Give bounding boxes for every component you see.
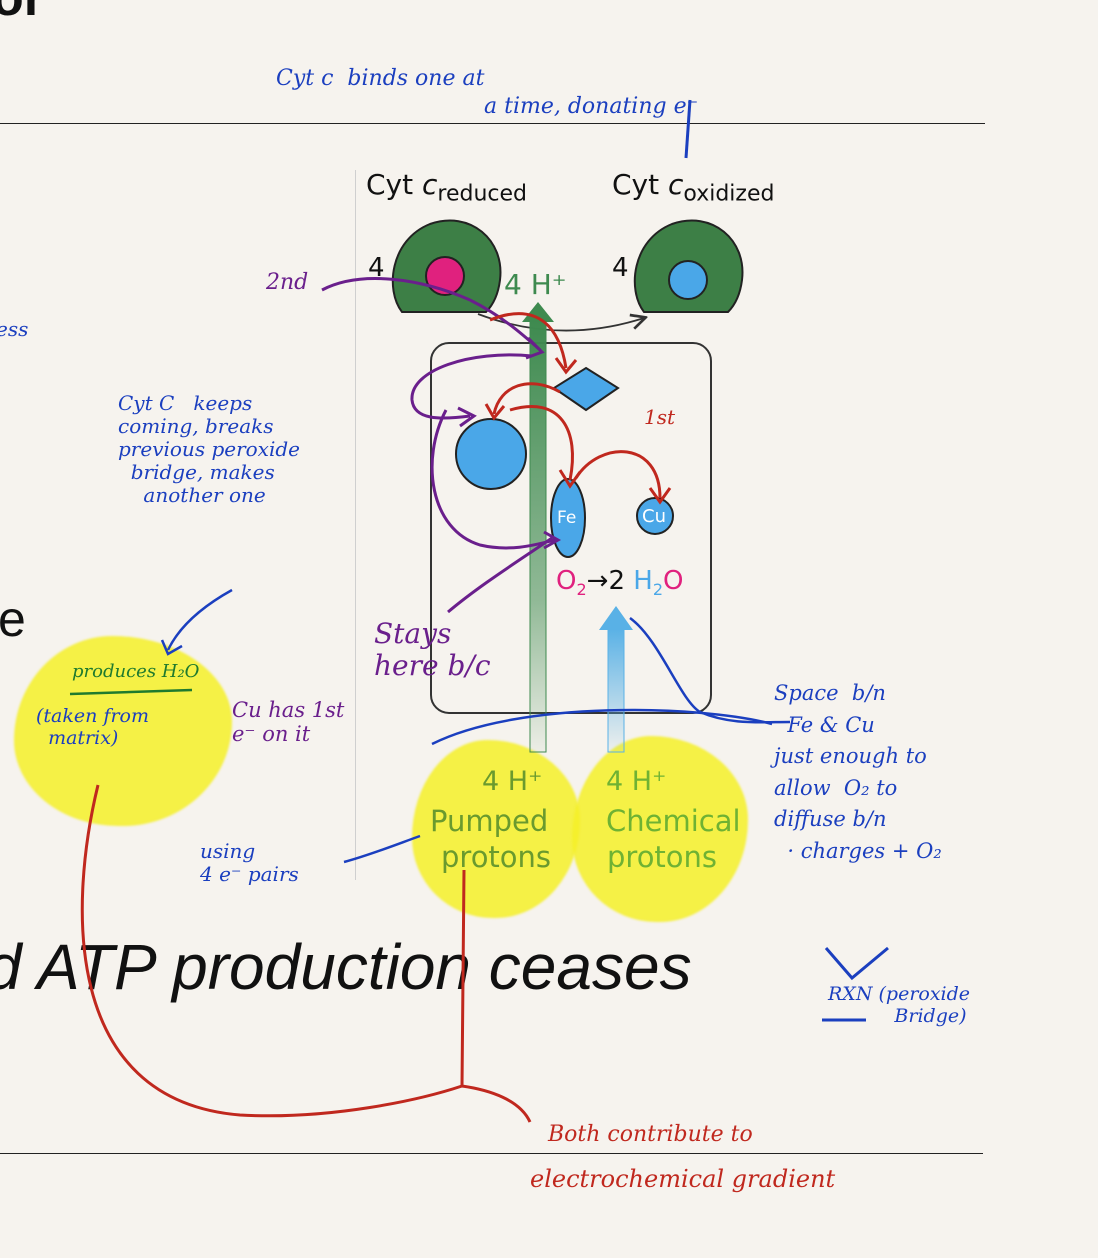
cyt-c-reduced-label: Cyt creduced <box>366 168 527 207</box>
note-cyt-keeps: Cyt C keeps coming, breaks previous pero… <box>118 391 300 507</box>
blue-curve-space-2 <box>629 616 791 724</box>
chemical-proton-arrowhead <box>599 606 633 630</box>
count-right: 4 <box>612 253 629 283</box>
chemical-proton-arrow-shaft <box>607 627 625 753</box>
cu-label: Cu <box>642 506 666 527</box>
bottom-divider <box>0 1153 983 1154</box>
note-second: 2nd <box>266 270 309 295</box>
note-both-1: Both contribute to <box>548 1122 753 1147</box>
heme-reduced-icon <box>425 256 465 296</box>
note-cyt-binds-2: a time, donating e⁻ <box>484 94 699 119</box>
pumped-line2: protons <box>441 840 552 874</box>
cu-b-icon <box>636 497 674 535</box>
reaction-h-sub: 2 <box>652 580 663 600</box>
chemical-count: 4 H⁺ <box>606 766 667 797</box>
pumped-proton-arrowhead <box>522 302 554 322</box>
reaction-label: O2→2 H2O <box>556 566 683 599</box>
cyt-oxidized-sub: oxidized <box>683 181 775 207</box>
blue-arrow-produces <box>166 588 233 651</box>
pumped-line1: Pumped <box>430 804 549 838</box>
reaction-h: H <box>633 566 653 596</box>
blue-check-mark <box>824 946 889 981</box>
note-both-2: electrochemical gradient <box>530 1165 836 1193</box>
diagram-frame-line <box>355 170 356 880</box>
heme-a-icon <box>455 418 527 490</box>
partial-heading: or <box>0 0 44 28</box>
cyt-reduced-prefix: Cyt <box>366 168 422 201</box>
partial-bottom-statement: d ATP production ceases <box>0 931 692 1003</box>
reaction-arrow: →2 <box>586 566 634 596</box>
reaction-o-sub: 2 <box>576 580 587 600</box>
note-taken-from: (taken from matrix) <box>36 705 149 749</box>
cyt-reduced-sub: reduced <box>437 181 528 207</box>
cyt-oxidized-prefix: Cyt <box>612 168 668 201</box>
highlight-produces-h2o <box>14 636 232 826</box>
note-stays-here: Stays here b/c <box>374 617 491 683</box>
note-space: Space b/n Fe & Cu just enough to allow O… <box>774 681 942 863</box>
red-arrow-1 <box>489 312 568 369</box>
note-cyt-binds-1: Cyt c binds one at <box>276 66 485 91</box>
note-produces-h2o: produces H₂O <box>72 661 200 682</box>
note-rxn: RXN (peroxide Bridge) <box>828 983 971 1027</box>
highlight-pumped-protons <box>412 740 580 918</box>
electron-transfer-arrow <box>477 313 644 332</box>
reaction-o: O <box>556 566 577 596</box>
cyt-reduced-c: c <box>422 168 438 201</box>
blue-using-line <box>343 834 421 864</box>
purple-arrow-2nd <box>321 277 542 352</box>
chemical-line1: Chemical <box>606 804 741 838</box>
top-divider <box>0 123 985 124</box>
green-underline <box>69 688 193 696</box>
heme-oxidized-icon <box>668 260 708 300</box>
fe-label: Fe <box>557 508 577 528</box>
chemical-line2: protons <box>607 840 718 874</box>
blue-curve-space <box>431 708 773 746</box>
red-bracket-line <box>80 784 532 1123</box>
note-using: using 4 e⁻ pairs <box>200 839 299 886</box>
fe-heme-a3-icon <box>550 478 586 558</box>
cyt-oxidized-c: c <box>668 168 684 201</box>
purple-stays-line <box>447 536 553 614</box>
red-arrow-2 <box>492 382 561 415</box>
highlight-chemical-protons <box>572 736 748 922</box>
cu-a-diamond-icon <box>552 366 620 412</box>
red-arrow-3 <box>509 405 574 481</box>
pumped-count: 4 H⁺ <box>482 766 543 797</box>
red-arrow-4 <box>574 450 662 499</box>
top-protons-label: 4 H⁺ <box>504 268 567 301</box>
blue-cyt-top-arrow <box>684 99 692 159</box>
count-left: 4 <box>368 253 385 283</box>
purple-arrow-to-fe <box>430 409 556 550</box>
note-first: 1st <box>644 405 676 429</box>
cyt-c-oxidized-label: Cyt coxidized <box>612 168 774 207</box>
note-left-edge: ess <box>0 317 29 341</box>
note-cu-has: Cu has 1st e⁻ on it <box>232 698 345 747</box>
reaction-o2: O <box>663 566 684 596</box>
partial-left-word: e <box>0 591 26 647</box>
purple-arrow-loop <box>410 353 533 420</box>
